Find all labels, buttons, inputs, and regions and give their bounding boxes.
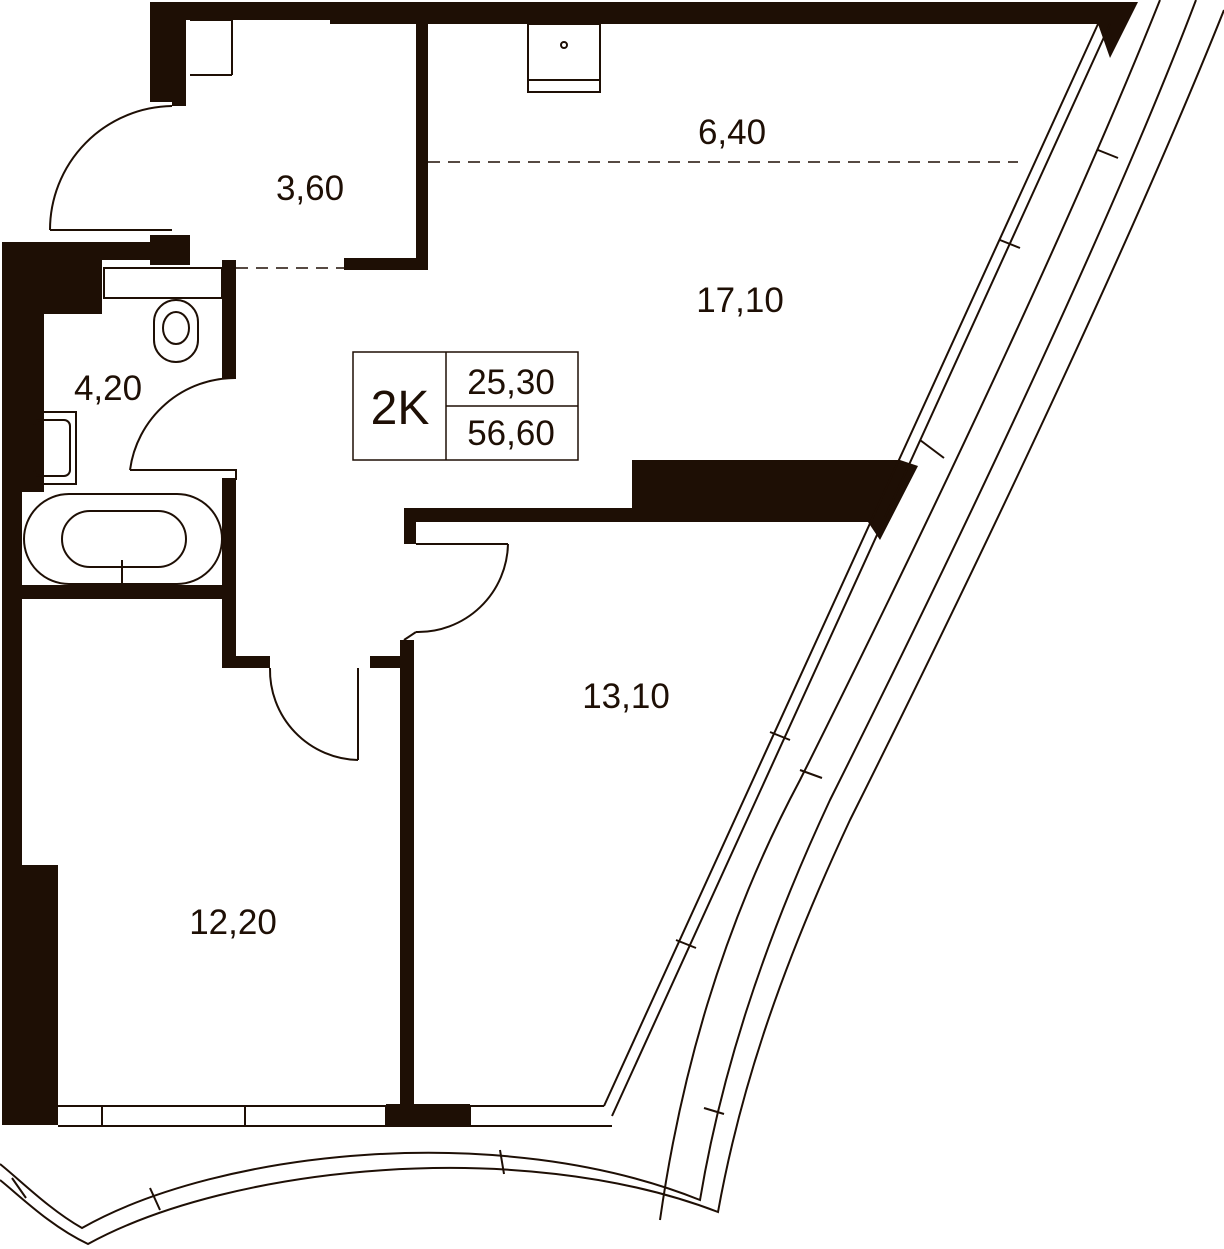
- apartment-type: 2K: [371, 382, 430, 435]
- wall-bed-right-top: [404, 508, 634, 522]
- wall-top: [330, 2, 850, 24]
- living-area-value: 25,30: [467, 363, 555, 402]
- wall-left-thick: [2, 865, 58, 1125]
- washbasin-icon: [21, 411, 77, 485]
- door-bath-swing: [129, 376, 237, 471]
- wall-corridor-left: [222, 478, 236, 668]
- wall-entry-left: [150, 2, 186, 102]
- wall-bath-bottom: [20, 585, 236, 599]
- wall-top-left-block: [150, 2, 332, 20]
- room-labels: 3,60 6,40 17,10 4,20 12,20 13,10: [74, 113, 784, 942]
- wall-hall-divider: [416, 20, 428, 270]
- room-area-bedroom-right: 13,10: [582, 677, 670, 716]
- room-area-hall: 3,60: [276, 169, 344, 208]
- doors: [49, 105, 509, 761]
- fixtures: [21, 23, 601, 585]
- wall-corridor-foot: [222, 656, 270, 668]
- wall-hall-divider-foot: [344, 258, 428, 270]
- apartment-badge: 2K 25,30 56,60: [352, 351, 579, 461]
- wall-entry-jamb: [172, 92, 186, 106]
- zone-lines: [236, 161, 1018, 269]
- room-area-kitchen: 6,40: [698, 113, 766, 152]
- total-area-value: 56,60: [467, 414, 555, 453]
- wall-bed-divider-cap: [370, 656, 414, 668]
- wall-column: [632, 460, 918, 540]
- wall-bath-sink-box: [44, 260, 102, 314]
- wall-bath-left: [20, 242, 44, 492]
- wall-bath-top-inner: [20, 242, 190, 260]
- wall-bottom-mid: [386, 1104, 470, 1126]
- wall-bed-right-jamb: [404, 508, 416, 544]
- room-area-living: 17,10: [696, 281, 784, 320]
- kitchen-sink-icon: [527, 23, 601, 93]
- door-entry-swing: [49, 105, 173, 231]
- wall-bath-right: [222, 260, 236, 378]
- door-bedroom-right-swing: [415, 543, 509, 634]
- toilet-icon: [153, 299, 199, 363]
- wall-top-right: [850, 2, 1138, 58]
- walls: [2, 2, 1138, 1126]
- room-area-bathroom: 4,20: [74, 369, 142, 408]
- wall-bed-divider: [400, 640, 414, 1125]
- door-bedroom-left-swing: [268, 667, 359, 761]
- room-area-bedroom-left: 12,20: [189, 903, 277, 942]
- thin-walls: [50, 19, 1111, 1127]
- toilet-tank-icon: [103, 267, 223, 299]
